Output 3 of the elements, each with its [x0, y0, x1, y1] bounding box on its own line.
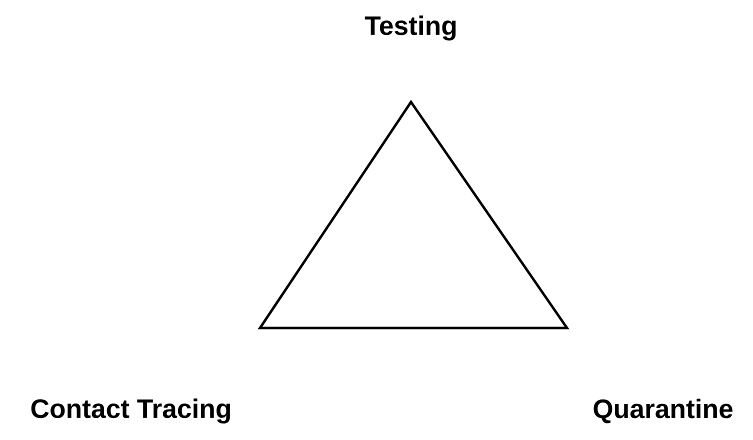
vertex-label: Quarantine [594, 398, 732, 424]
vertex-label: Contact Tracing [31, 398, 230, 424]
vertex-label: Testing [364, 16, 456, 40]
